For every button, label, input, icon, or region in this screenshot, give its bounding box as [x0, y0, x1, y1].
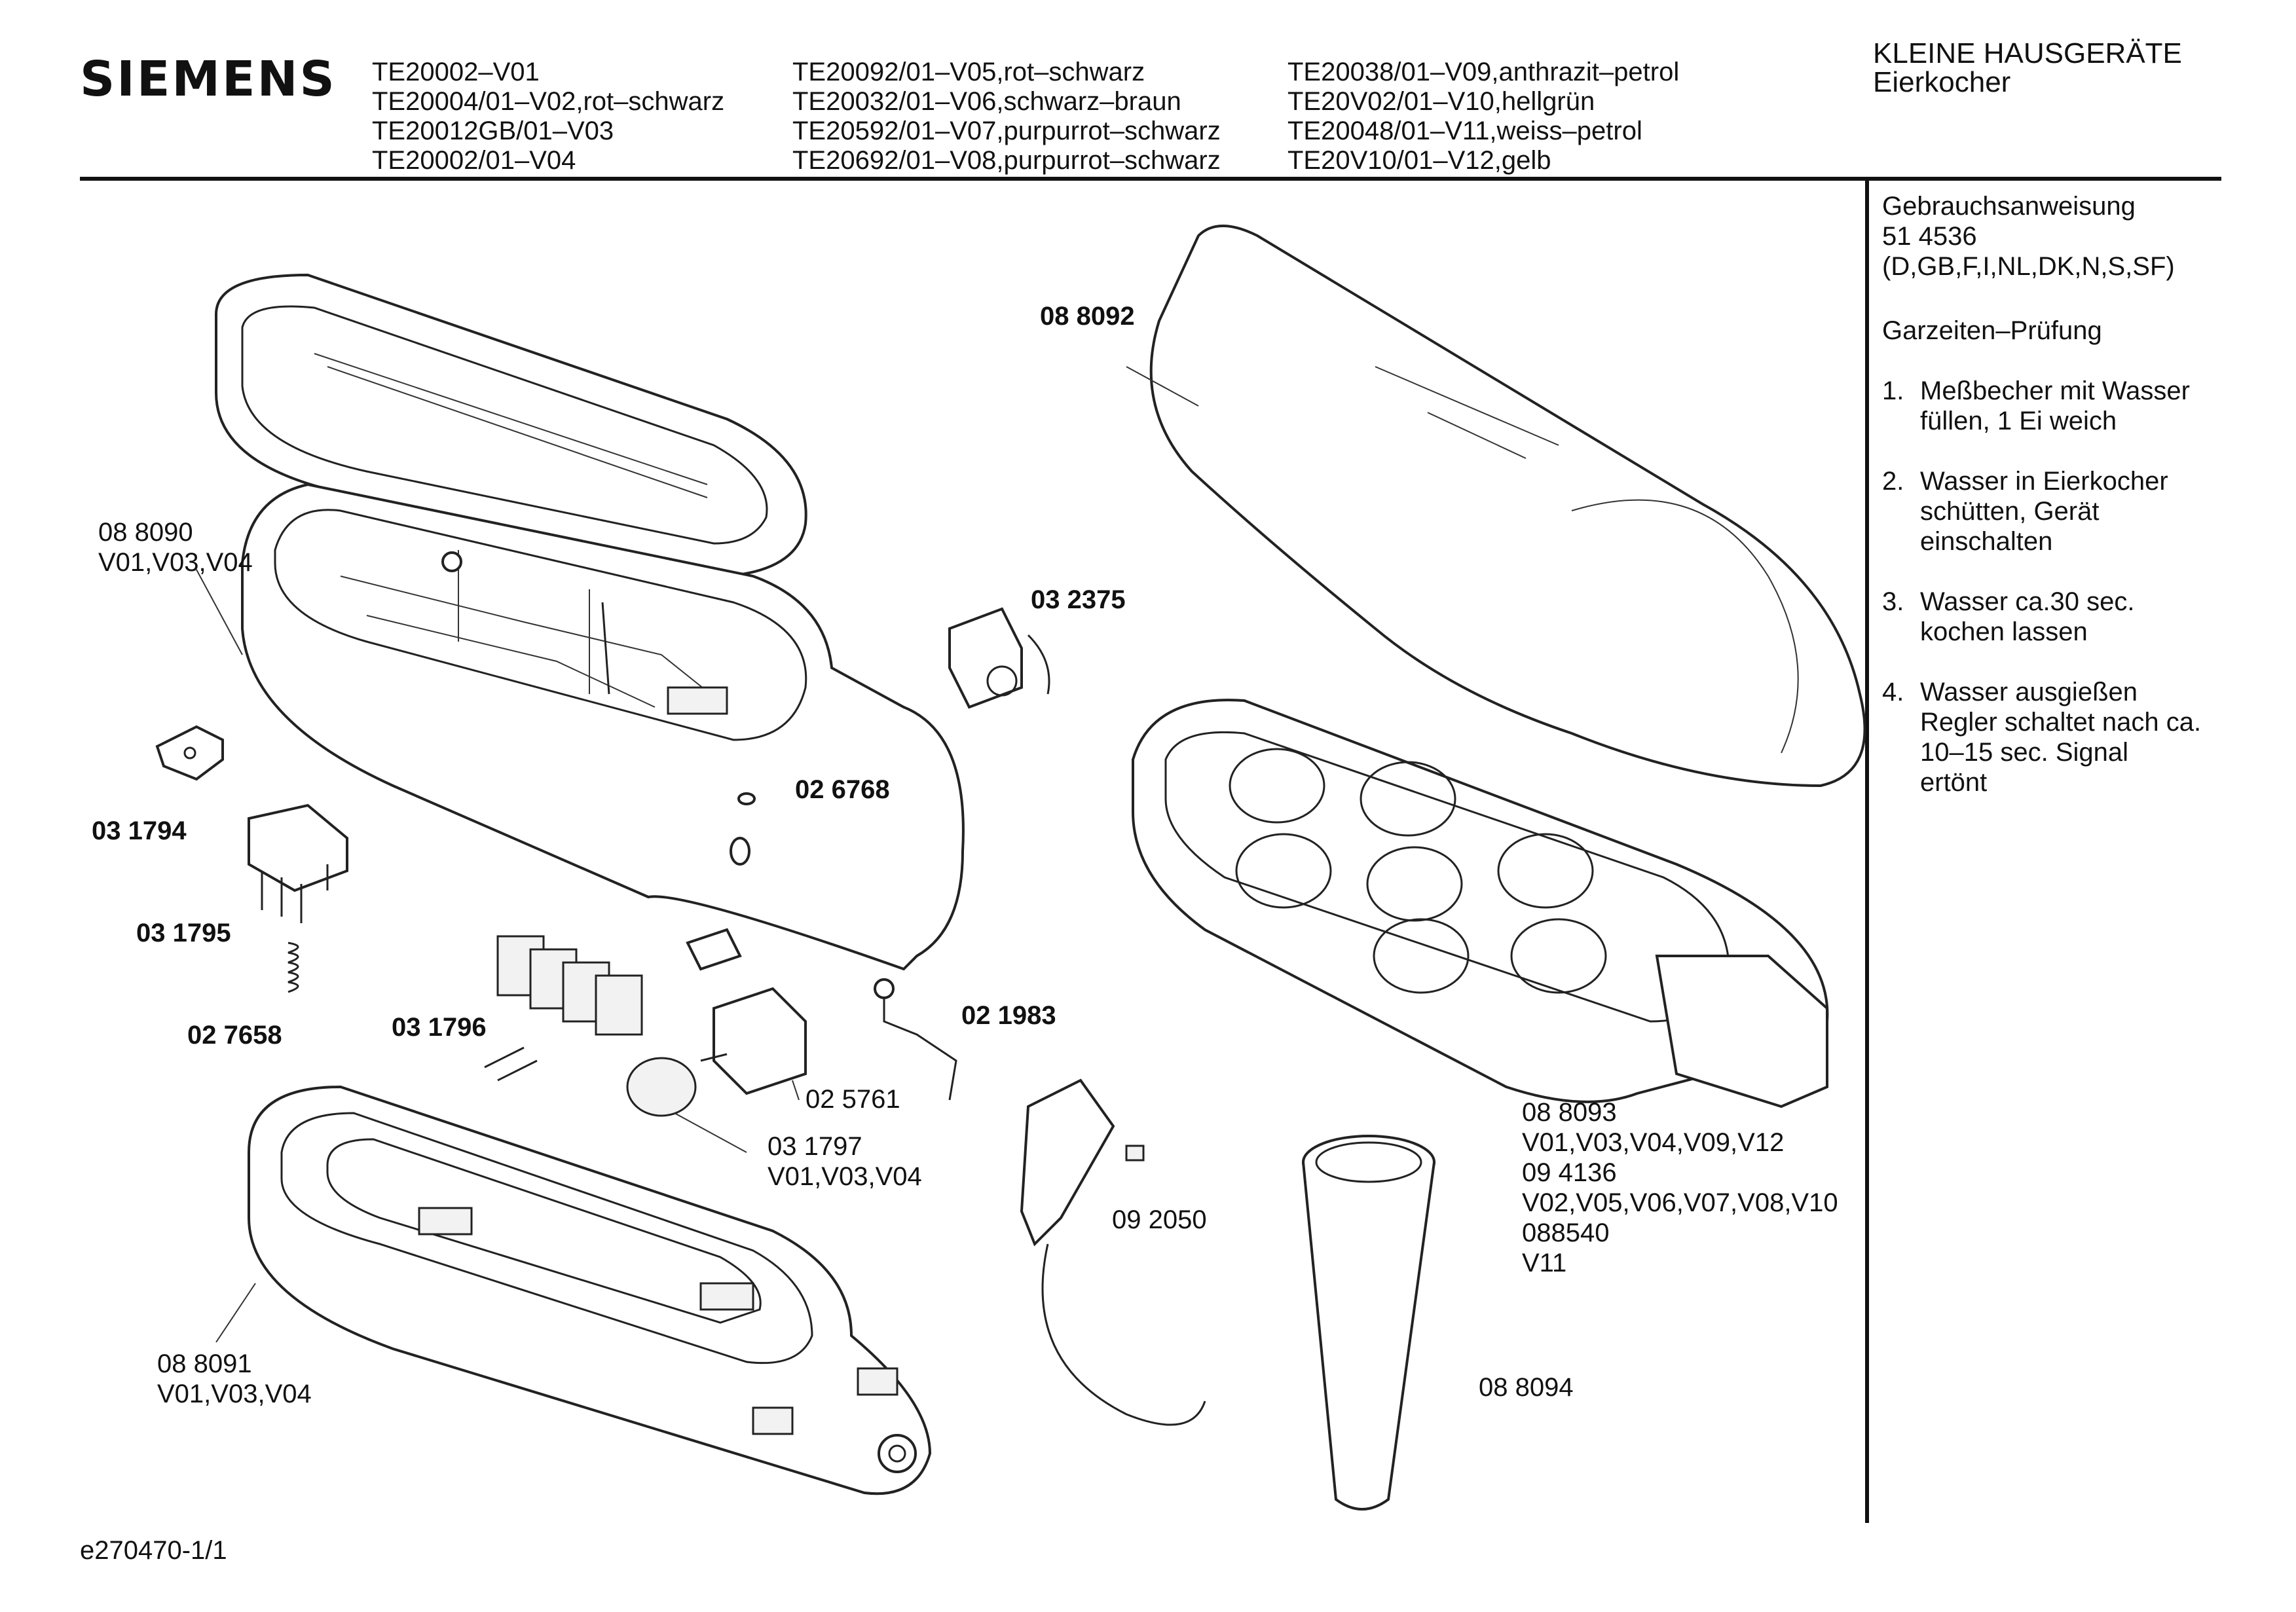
model-entry: TE20048/01–V11,weiss–petrol — [1287, 117, 1642, 145]
label-031795: 03 1795 — [136, 919, 231, 947]
header-divider — [80, 177, 2221, 181]
step-number: 1. — [1882, 376, 1904, 405]
label-094136: 09 4136 — [1522, 1158, 1617, 1187]
part-031794-switch-plate — [155, 725, 224, 781]
model-entry: TE20092/01–V05,rot–schwarz — [792, 58, 1145, 86]
product-name: Eierkocher — [1873, 66, 2011, 98]
label-088092: 08 8092 — [1040, 302, 1135, 331]
step-number: 4. — [1882, 678, 1904, 706]
model-entry: TE20V10/01–V12,gelb — [1287, 146, 1551, 175]
part-088091-bottom-plate — [248, 1085, 932, 1495]
base-housing — [241, 483, 965, 971]
manual-number: 51 4536 — [1882, 222, 1977, 251]
label-088091-variants: V01,V03,V04 — [157, 1380, 312, 1408]
manual-languages: (D,GB,F,I,NL,DK,N,S,SF) — [1882, 252, 2175, 281]
instructions-sidebar: Gebrauchsanweisung 51 4536 (D,GB,F,I,NL,… — [1882, 191, 2249, 828]
label-032375: 03 2375 — [1031, 585, 1126, 614]
category-title: KLEINE HAUSGERÄTE — [1873, 37, 2182, 69]
step-item: 3. Wasser ca.30 sec. kochen lassen — [1882, 587, 2249, 647]
model-entry: TE20002–V01 — [372, 58, 540, 86]
label-088094: 08 8094 — [1479, 1373, 1574, 1402]
part-031795-switch-holder — [248, 803, 348, 923]
label-092050: 09 2050 — [1112, 1205, 1207, 1234]
label-088540: 088540 — [1522, 1218, 1610, 1247]
model-entry: TE20038/01–V09,anthrazit–petrol — [1287, 58, 1680, 86]
step-text: Wasser ausgießen Regler schaltet nach ca… — [1920, 678, 2202, 797]
step-item: 2. Wasser in Eierkocher schütten, Gerät e… — [1882, 466, 2249, 557]
label-088091: 08 8091 — [157, 1349, 252, 1378]
part-025761-switch-box — [700, 987, 807, 1095]
label-031797-variants: V01,V03,V04 — [768, 1162, 922, 1191]
step-item: 1. Meßbecher mit Wasser füllen, 1 Ei weic… — [1882, 376, 2249, 436]
step-text: Wasser in Eierkocher schütten, Gerät ein… — [1920, 467, 2168, 556]
part-031796-switch-block — [484, 935, 643, 1082]
model-list-col3: TE20038/01–V09,anthrazit–petrol TE20V02/… — [1287, 58, 1679, 175]
label-088093: 08 8093 — [1522, 1098, 1617, 1127]
label-025761: 02 5761 — [805, 1085, 900, 1114]
part-088093-egg-tray — [1132, 699, 1829, 1108]
model-entry: TE20592/01–V07,purpurrot–schwarz — [792, 117, 1221, 145]
model-entry: TE20004/01–V02,rot–schwarz — [372, 87, 725, 116]
label-088540-variants: V11 — [1522, 1249, 1567, 1277]
part-031797-knob — [626, 1057, 697, 1117]
label-031796: 03 1796 — [392, 1013, 487, 1042]
model-list-col2: TE20092/01–V05,rot–schwarz TE20032/01–V0… — [792, 58, 1221, 175]
label-088090-variants: V01,V03,V04 — [98, 548, 253, 577]
label-026768: 02 6768 — [795, 775, 890, 804]
part-032375-thermostat — [948, 607, 1050, 709]
base-top-tray — [215, 273, 807, 578]
brand-logo: SIEMENS — [80, 51, 337, 107]
model-entry: TE20002/01–V04 — [372, 146, 576, 175]
part-027658-spring — [287, 942, 299, 993]
label-094136-variants: V02,V05,V06,V07,V08,V10 — [1522, 1188, 1838, 1217]
part-092050-power-cord — [1020, 1078, 1206, 1426]
label-031797: 03 1797 — [768, 1132, 862, 1161]
part-088094-measuring-cup — [1302, 1135, 1435, 1511]
leader-line — [1126, 366, 1199, 407]
step-text: Meßbecher mit Wasser füllen, 1 Ei weich — [1920, 376, 2190, 435]
step-text: Wasser ca.30 sec. kochen lassen — [1920, 587, 2135, 646]
leader-line — [196, 569, 243, 655]
test-title: Garzeiten–Prüfung — [1882, 316, 2102, 345]
model-entry: TE20V02/01–V10,hellgrün — [1287, 87, 1595, 116]
step-number: 2. — [1882, 467, 1904, 496]
step-number: 3. — [1882, 587, 1904, 616]
part-088092-dome-lid — [1149, 225, 1866, 788]
leader-line — [792, 1080, 800, 1101]
leader-line — [215, 1283, 256, 1343]
test-steps: 1. Meßbecher mit Wasser füllen, 1 Ei weic… — [1882, 376, 2249, 797]
model-entry: TE20032/01–V06,schwarz–braun — [792, 87, 1181, 116]
drawing-id: e270470-1/1 — [80, 1536, 227, 1565]
leader-line — [674, 1112, 747, 1153]
model-entry: TE20692/01–V08,purpurrot–schwarz — [792, 146, 1221, 175]
label-088090: 08 8090 — [98, 518, 193, 547]
manual-info: Gebrauchsanweisung 51 4536 (D,GB,F,I,NL,… — [1882, 191, 2249, 282]
step-item: 4. Wasser ausgießen Regler schaltet nach … — [1882, 677, 2249, 797]
label-031794: 03 1794 — [92, 816, 187, 845]
manual-title: Gebrauchsanweisung — [1882, 192, 2136, 221]
label-021983: 02 1983 — [961, 1001, 1056, 1030]
connector-plate — [686, 928, 742, 971]
label-027658: 02 7658 — [187, 1021, 282, 1050]
sidebar-divider — [1865, 181, 1869, 1523]
model-list-col1: TE20002–V01 TE20004/01–V02,rot–schwarz T… — [372, 58, 724, 175]
label-088093-variants: V01,V03,V04,V09,V12 — [1522, 1128, 1785, 1157]
model-entry: TE20012GB/01–V03 — [372, 117, 614, 145]
part-021983-sensor — [874, 978, 957, 1101]
category-block: KLEINE HAUSGERÄTE Eierkocher — [1873, 39, 2182, 97]
